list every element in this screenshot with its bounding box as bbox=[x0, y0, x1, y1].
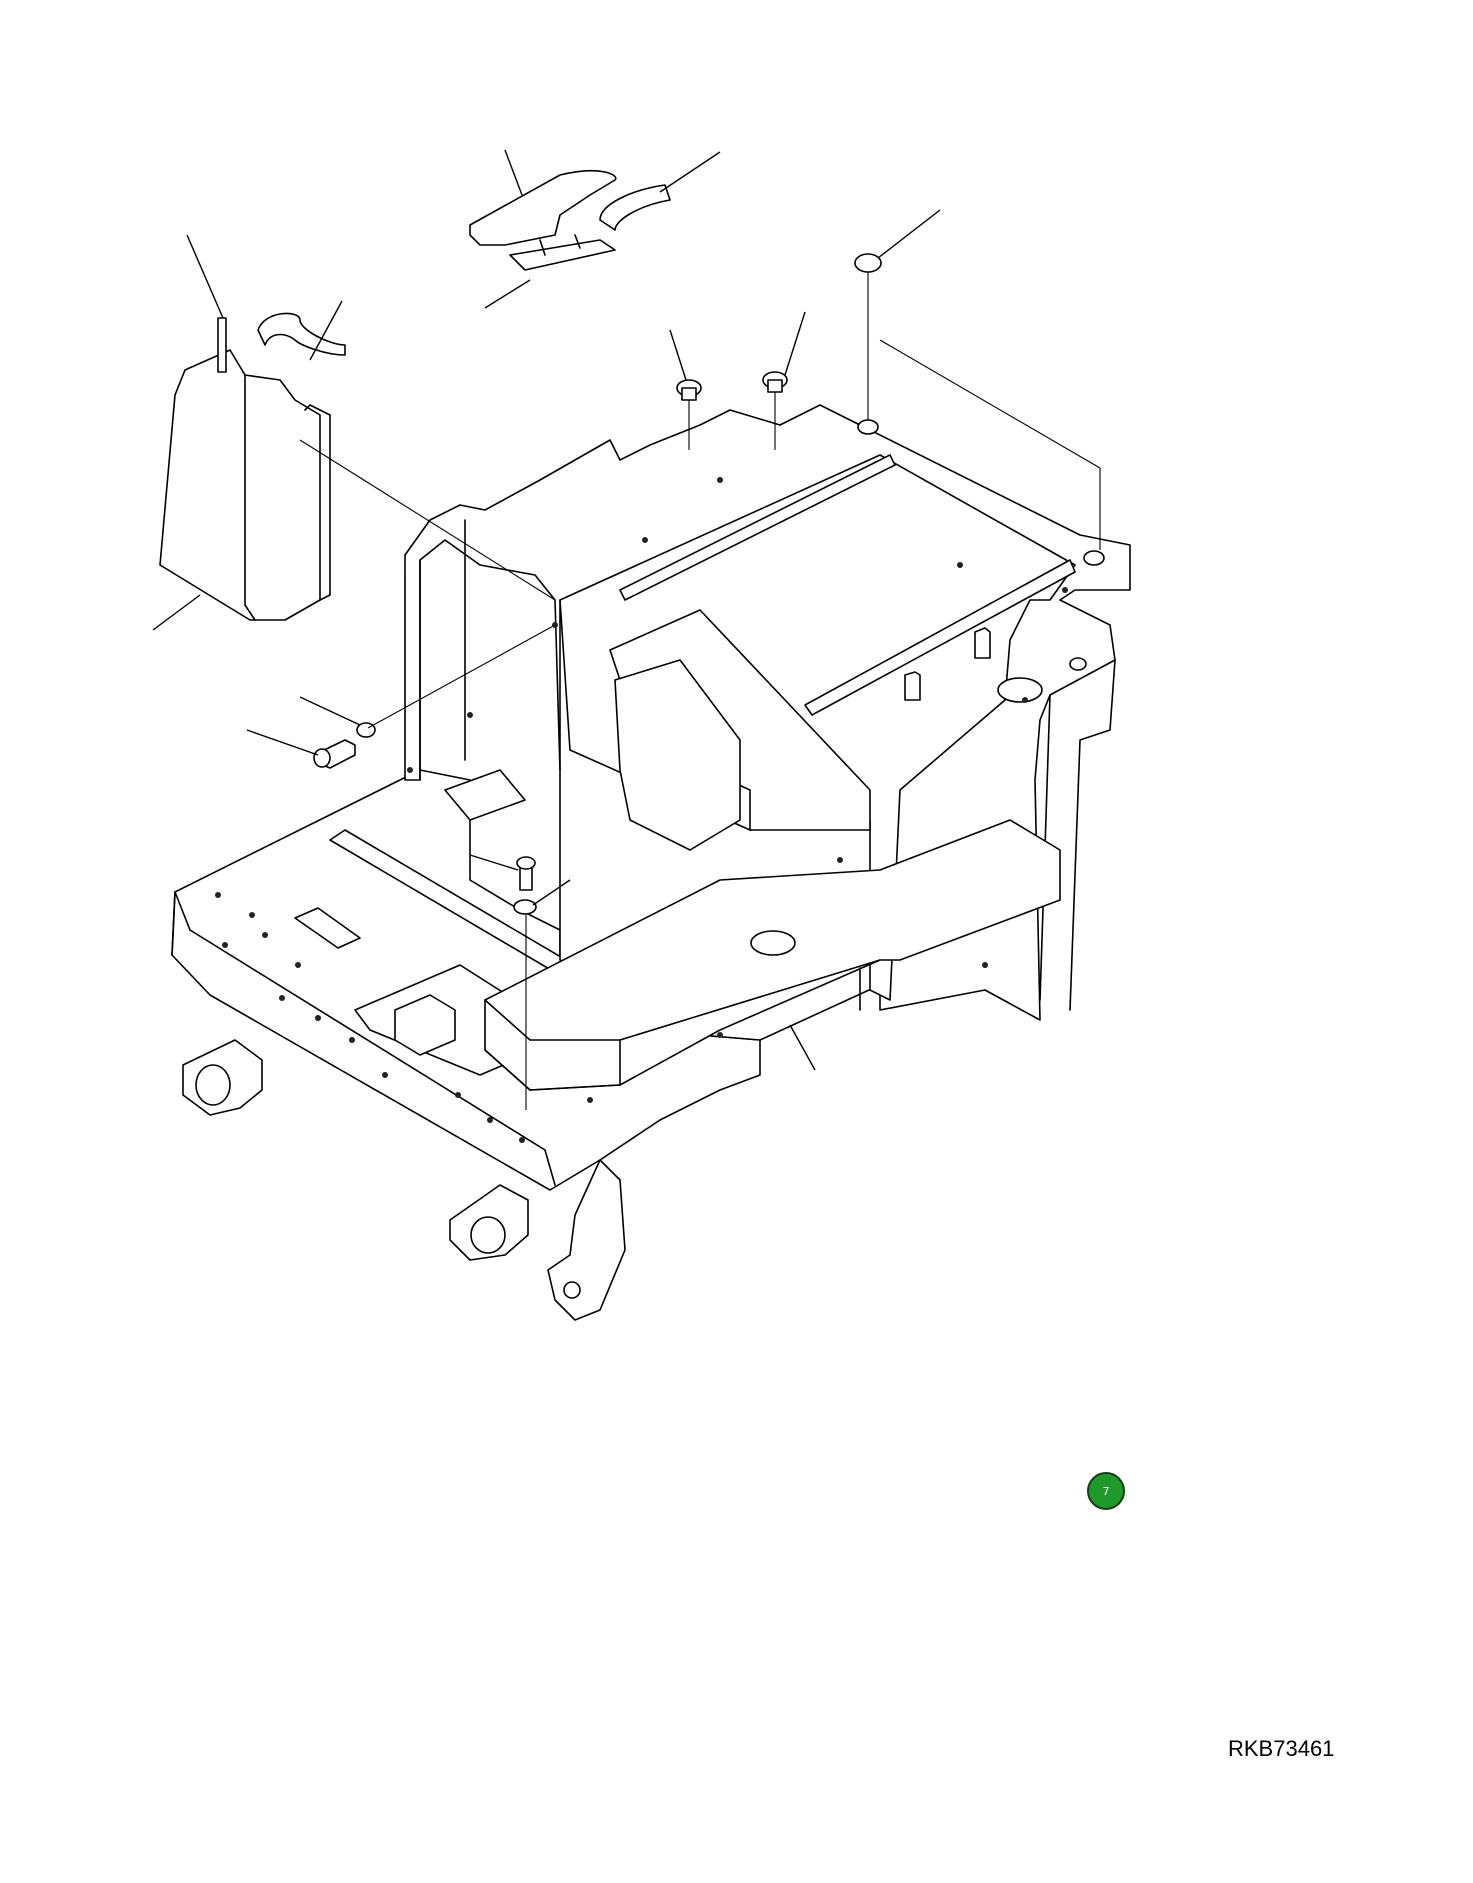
sheet-badge: 7 bbox=[1087, 1472, 1125, 1510]
pivot-brackets bbox=[182, 1039, 626, 1321]
bolts-washers bbox=[313, 722, 537, 915]
rubber-caps bbox=[676, 253, 1105, 566]
side-cover bbox=[159, 312, 346, 621]
armrest-assembly bbox=[469, 169, 671, 271]
sheet-badge-label: 7 bbox=[1102, 1484, 1110, 1498]
frame-tower bbox=[404, 404, 1131, 1041]
front-crossmember bbox=[484, 819, 1061, 1091]
drawing-code: RKB73461 bbox=[1228, 1736, 1335, 1761]
mounting-holes bbox=[215, 477, 1068, 1143]
leader-lines bbox=[152, 149, 1101, 1110]
